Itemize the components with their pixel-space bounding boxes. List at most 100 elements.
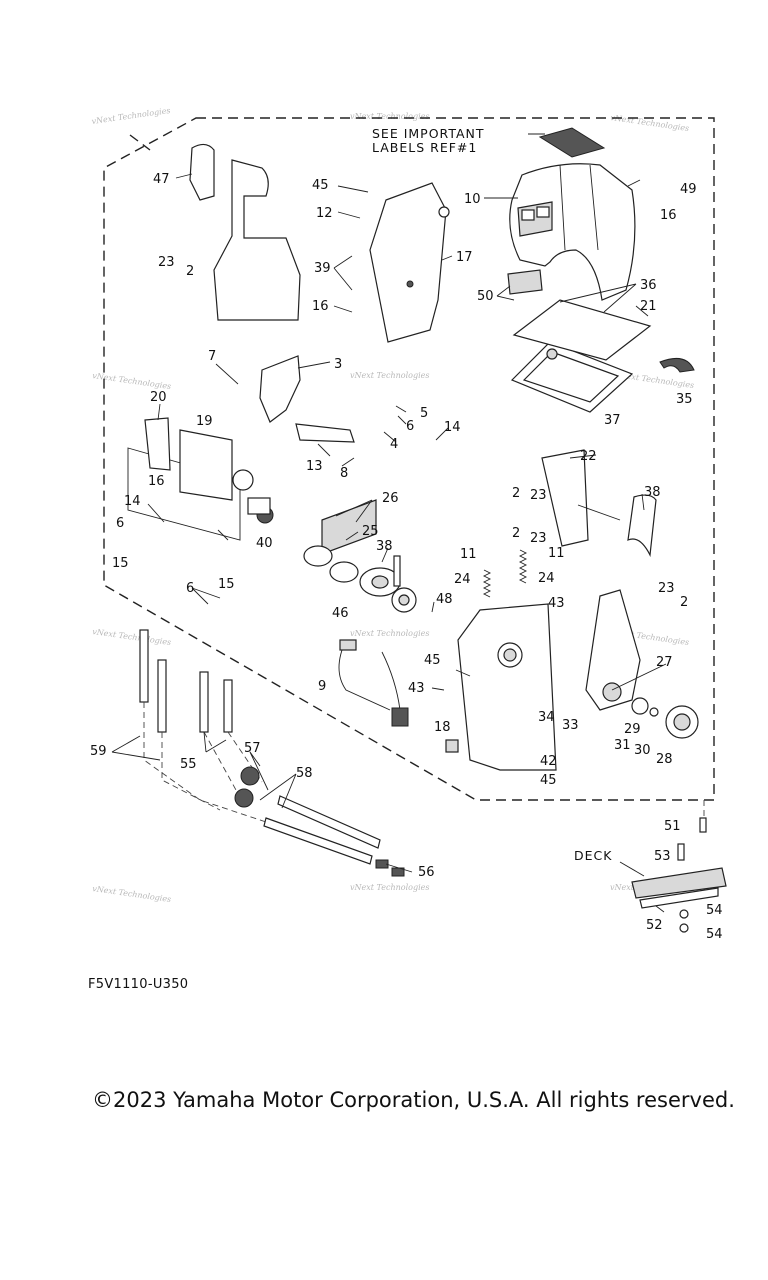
callout-4: 4 [390, 437, 398, 452]
callout-43: 43 [548, 596, 565, 611]
mount-bracket [512, 299, 652, 361]
callout-53: 54 [706, 903, 723, 918]
callout-21: 21 [640, 299, 657, 314]
callout-57: 57 [244, 741, 261, 756]
callout-56: 56 [418, 865, 435, 880]
callout-32: 33 [562, 718, 579, 733]
cable-ends [139, 629, 405, 877]
deck-label: DECK [574, 848, 612, 863]
watermark: vNext Technologies [350, 371, 429, 380]
callout-10: 10 [464, 192, 481, 207]
callout-23c: 23 [530, 531, 547, 546]
callout-51: 52 [646, 918, 663, 933]
callout-38: 40 [256, 536, 273, 551]
callout-37: 38 [376, 539, 393, 554]
callout-2d: 2 [680, 595, 688, 610]
switch-block-49 [507, 269, 543, 295]
callout-15b: 15 [218, 577, 235, 592]
callout-24: 24 [454, 572, 471, 587]
watermark: vNext Technologies [91, 106, 171, 126]
callout-2: 2 [186, 264, 194, 279]
watermark: vNext Technologies [350, 112, 429, 121]
callout-19: 19 [196, 414, 213, 429]
gasket [510, 341, 634, 413]
leader-lines [111, 173, 667, 913]
main-body [445, 603, 557, 771]
callout-48: 49 [680, 182, 697, 197]
side-plate [369, 182, 450, 343]
callout-11: 11 [460, 547, 477, 562]
callout-15: 15 [112, 556, 129, 571]
callout-16b: 16 [660, 208, 677, 223]
spring [482, 569, 492, 598]
figure-code: F5V1110-U350 [88, 977, 189, 992]
callout-44: 45 [424, 653, 441, 668]
callout-3: 3 [334, 357, 342, 372]
notice-line2: LABELS REF#1 [372, 140, 477, 155]
callout-39: 47 [153, 172, 170, 187]
callout-8: 8 [340, 466, 348, 481]
spring [518, 549, 528, 584]
callout-50: 51 [664, 819, 681, 834]
exploded-parts-diagram: vNext Technologies vNext Technologies vN… [90, 106, 727, 942]
callout-36: 37 [604, 413, 621, 428]
callout-34: 35 [676, 392, 693, 407]
callout-35: 36 [640, 278, 657, 293]
callout-9: 9 [318, 679, 326, 694]
callout-labels: 47 45 12 39 16 17 10 49 16 23 2 50 36 21… [90, 172, 723, 942]
bracket [259, 355, 355, 443]
callout-14: 14 [444, 420, 461, 435]
callout-33: 34 [538, 710, 555, 725]
callout-7: 7 [208, 349, 216, 364]
callout-13: 13 [306, 459, 323, 474]
important-label-plate [538, 127, 606, 158]
callout-42: 42 [540, 754, 557, 769]
callout-55: 55 [180, 757, 197, 772]
callout-59: 59 [90, 744, 107, 759]
callout-43b: 43 [408, 681, 425, 696]
friction-parts [303, 499, 417, 613]
callout-58: 58 [296, 766, 313, 781]
callout-45: 45 [312, 178, 329, 193]
callout-6c: 6 [186, 581, 194, 596]
callout-27: 27 [656, 655, 673, 670]
shift-lever [541, 449, 699, 739]
callout-14b: 14 [124, 494, 141, 509]
callout-23: 23 [158, 255, 175, 270]
callout-41: 39 [314, 261, 331, 276]
callout-25: 25 [362, 524, 379, 539]
callout-24b: 24 [538, 571, 555, 586]
callout-16c: 16 [148, 474, 165, 489]
leader-39 [129, 134, 151, 151]
top-cover [509, 163, 636, 301]
gear-housing [127, 417, 274, 541]
watermark: vNext Technologies [350, 629, 429, 638]
callout-23d: 23 [658, 581, 675, 596]
callout-17: 17 [456, 250, 473, 265]
callout-12: 12 [316, 206, 333, 221]
callout-26: 26 [382, 491, 399, 506]
deck-plate [631, 867, 727, 899]
callout-5: 5 [420, 406, 428, 421]
callout-29: 29 [624, 722, 641, 737]
callout-2c: 2 [512, 526, 520, 541]
callout-23b: 23 [530, 488, 547, 503]
watermark: vNext Technologies [92, 627, 172, 647]
watermark: vNext Technologies [610, 113, 690, 133]
assembly-boundary [103, 117, 715, 801]
callout-47: 48 [436, 592, 453, 607]
callout-40: 38 [644, 485, 661, 500]
deck-detail: DECK [574, 817, 727, 933]
callout-52: 53 [654, 849, 671, 864]
callout-18: 18 [434, 720, 451, 735]
callout-22: 22 [580, 449, 597, 464]
callout-16: 16 [312, 299, 329, 314]
callout-6: 6 [406, 419, 414, 434]
callout-46: 46 [332, 606, 349, 621]
callout-31: 31 [614, 738, 631, 753]
callout-45b: 45 [540, 773, 557, 788]
callout-28: 28 [656, 752, 673, 767]
notice-line1: SEE IMPORTANT [372, 126, 485, 141]
control-handle [189, 143, 301, 321]
trim-switch-34 [659, 357, 695, 373]
